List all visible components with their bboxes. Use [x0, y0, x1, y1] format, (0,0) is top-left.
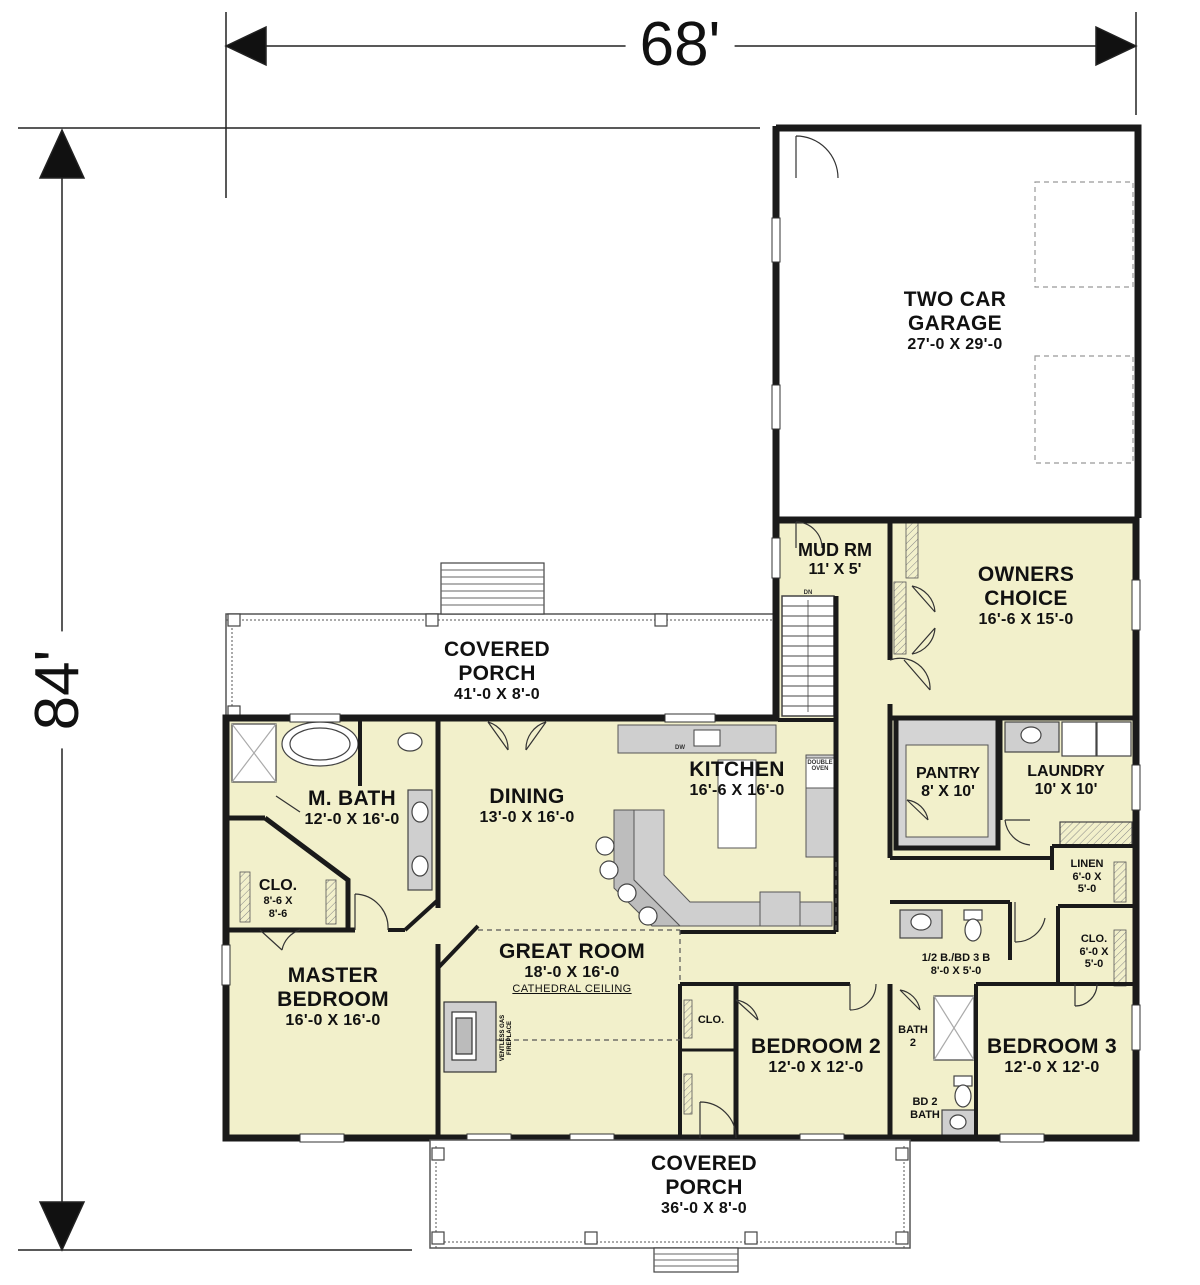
master-closet-size-line2: 8'-6: [268, 908, 288, 921]
closet-hall-label: CLO.: [698, 1014, 724, 1027]
front-porch-name-line2: PORCH: [665, 1176, 743, 1200]
garage-name-line1: TWO CAR: [903, 288, 1007, 311]
master-bath-fixtures: [231, 721, 433, 891]
linen-name: LINEN: [1070, 858, 1104, 870]
front-porch-label: COVERED PORCH 36'-0 X 8'-0: [651, 1152, 757, 1219]
dining-name: DINING: [489, 785, 565, 808]
owners-choice-size: 16'-6 X 15'-0: [978, 611, 1074, 629]
laundry-label: LAUNDRY 10' X 10': [1027, 763, 1105, 800]
bath2-label: BATH 2: [898, 1024, 928, 1049]
kitchen-counters: [595, 724, 835, 927]
garage-size: 27'-0 X 29'-0: [907, 336, 1003, 354]
master-bedroom-label: MASTER BEDROOM 16'-0 X 16'-0: [277, 964, 389, 1031]
linen-label: LINEN 6'-0 X 5'-0: [1071, 858, 1104, 896]
width-dimension-label: 68': [625, 14, 735, 76]
master-closet-label: CLO. 8'-6 X 8'-6: [259, 877, 297, 921]
dashed-lines: [478, 862, 837, 1041]
mud-room-size: 11' X 5': [808, 560, 862, 578]
master-bedroom-size: 16'-0 X 16'-0: [285, 1012, 381, 1030]
master-closet-size-line1: 8'-6 X: [263, 895, 293, 908]
depth-dimension-line: [18, 127, 760, 1252]
bedroom3-label: BEDROOM 3 12'-0 X 12'-0: [987, 1035, 1117, 1078]
owners-choice-name-line1: OWNERS: [977, 563, 1075, 586]
bd2-bath-name-line2: BATH: [910, 1108, 940, 1121]
great-room-size: 18'-0 X 16'-0: [524, 964, 620, 982]
bd2-bath-label: BD 2 BATH: [910, 1096, 940, 1121]
pantry-label: PANTRY 8' X 10': [916, 765, 980, 802]
kitchen-label: KITCHEN 16'-6 X 16'-0: [689, 758, 784, 801]
closet-right-size-line1: 6'-0 X: [1079, 945, 1109, 958]
front-porch-name-line1: COVERED: [651, 1152, 757, 1175]
garage-area: [771, 124, 1142, 522]
double-oven-line1: DOUBLE: [807, 760, 833, 766]
rear-porch-size: 41'-0 X 8'-0: [454, 686, 540, 704]
rear-porch-name-line2: PORCH: [458, 662, 536, 686]
great-room-note: CATHEDRAL CEILING: [512, 982, 632, 995]
master-bath-size: 12'-0 X 16'-0: [304, 811, 400, 829]
closet-right-size-line2: 5'-0: [1084, 958, 1104, 971]
rear-porch-label: COVERED PORCH 41'-0 X 8'-0: [444, 638, 550, 705]
garage-label: TWO CAR GARAGE 27'-0 X 29'-0: [904, 288, 1006, 355]
mud-room-label: MUD RM 11' X 5': [798, 540, 872, 579]
stair-dn-label: DN: [803, 590, 813, 596]
bath-fixtures: [899, 909, 983, 1139]
dining-size: 13'-0 X 16'-0: [479, 809, 575, 827]
closet-right-name: CLO.: [1080, 933, 1108, 945]
laundry-name: LAUNDRY: [1027, 763, 1105, 780]
half-bath-name: 1/2 B./BD 3 B: [921, 952, 991, 964]
owners-choice-name-line2: CHOICE: [984, 587, 1068, 611]
bedroom3-size: 12'-0 X 12'-0: [1004, 1059, 1100, 1077]
bedroom2-label: BEDROOM 2 12'-0 X 12'-0: [751, 1035, 881, 1078]
doors: [259, 521, 1098, 1139]
master-closet-name: CLO.: [258, 877, 298, 894]
front-porch-structure: [429, 1139, 911, 1273]
stairs: [781, 595, 835, 717]
fireplace: [443, 1001, 497, 1073]
rear-porch-structure: [225, 562, 777, 719]
bath2-name-line2: 2: [909, 1036, 917, 1049]
bedroom2-name: BEDROOM 2: [751, 1035, 881, 1058]
house-floor: [226, 520, 1138, 1140]
dishwasher-label: DW: [675, 745, 685, 751]
kitchen-size: 16'-6 X 16'-0: [689, 782, 785, 800]
half-bath-label: 1/2 B./BD 3 B 8'-0 X 5'-0: [922, 952, 990, 977]
pantry-size: 8' X 10': [921, 783, 975, 801]
laundry-size: 10' X 10': [1034, 781, 1098, 799]
linen-size-line2: 5'-0: [1077, 883, 1097, 896]
dining-label: DINING 13'-0 X 16'-0: [479, 785, 574, 828]
linen-size-line1: 6'-0 X: [1072, 870, 1102, 883]
bedroom3-name: BEDROOM 3: [987, 1035, 1117, 1058]
kitchen-name: KITCHEN: [689, 758, 785, 781]
garage-name-line2: GARAGE: [908, 312, 1002, 336]
great-room-name: GREAT ROOM: [498, 940, 646, 963]
master-bath-name: M. BATH: [307, 787, 397, 810]
fireplace-line2: FIREPLACE: [507, 1021, 513, 1056]
master-bedroom-name-line2: BEDROOM: [277, 988, 389, 1012]
master-bedroom-name-line1: MASTER: [287, 964, 379, 987]
windows: [221, 537, 1141, 1143]
closet-right-label: CLO. 6'-0 X 5'-0: [1080, 933, 1109, 971]
master-bath-label: M. BATH 12'-0 X 16'-0: [304, 787, 399, 830]
owners-choice-label: OWNERS CHOICE 16'-6 X 15'-0: [978, 563, 1074, 630]
double-oven-label: DOUBLE OVEN: [807, 760, 832, 772]
bath2-name-line1: BATH: [898, 1024, 928, 1036]
bedroom2-size: 12'-0 X 12'-0: [768, 1059, 864, 1077]
bd2-bath-name-line1: BD 2: [912, 1096, 938, 1108]
depth-dimension-label: 84': [23, 631, 92, 749]
mud-room-name: MUD RM: [798, 540, 872, 560]
fireplace-line1: VENTLESS GAS: [499, 1014, 506, 1062]
front-porch-size: 36'-0 X 8'-0: [661, 1200, 747, 1218]
closet-hall-name: CLO.: [697, 1014, 725, 1026]
great-room-label: GREAT ROOM 18'-0 X 16'-0 CATHEDRAL CEILI…: [499, 940, 645, 995]
half-bath-size: 8'-0 X 5'-0: [930, 964, 982, 977]
rear-porch-name-line1: COVERED: [444, 638, 550, 661]
laundry-fixtures: [1004, 721, 1133, 847]
double-oven-line2: OVEN: [811, 766, 829, 772]
pantry-name: PANTRY: [916, 765, 980, 782]
fireplace-label: VENTLESS GAS FIREPLACE: [500, 1015, 514, 1061]
